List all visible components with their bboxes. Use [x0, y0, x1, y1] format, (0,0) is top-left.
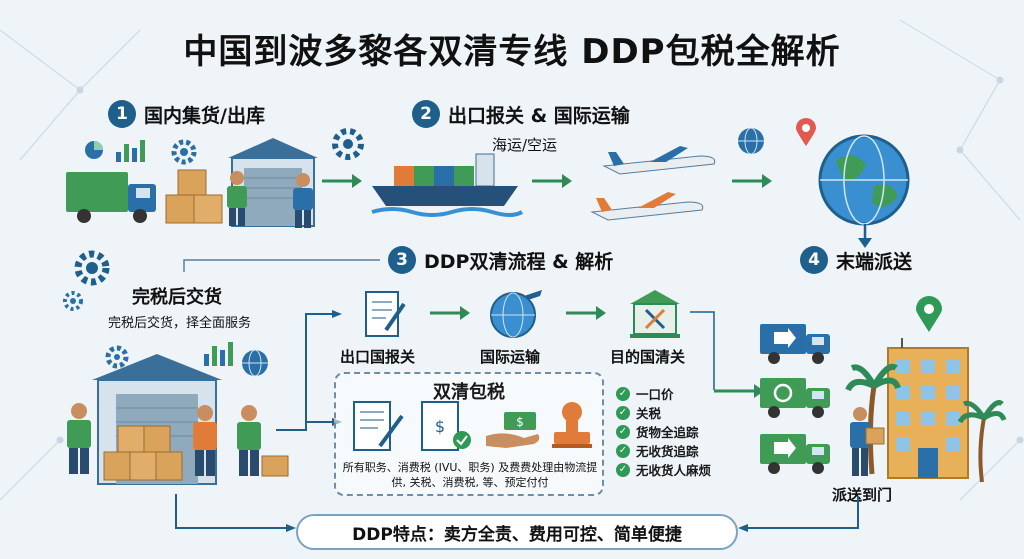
contract-icon — [353, 401, 404, 451]
truck-icon — [66, 172, 156, 223]
page-title: 中国到波多黎各双清专线 DDP包税全解析 — [183, 32, 841, 72]
check-icon: ✓ — [616, 386, 630, 401]
check-icon: ✓ — [616, 424, 630, 439]
checklist-item: ✓无收货人麻烦 — [616, 460, 711, 479]
step-1-number: 1 — [108, 100, 136, 128]
map-pin-icon — [916, 296, 942, 332]
worker-icon — [237, 405, 261, 476]
svg-text:$: $ — [516, 415, 524, 429]
left-panel-sub: 完税后交货，择全面服务 — [108, 316, 252, 331]
worker-icon — [67, 403, 91, 474]
document-pen-icon — [365, 291, 406, 337]
tax-document-icon: $ — [421, 401, 471, 451]
connector-feature-right — [738, 496, 859, 532]
map-pin-icon — [796, 118, 816, 146]
step-4-number: 4 — [800, 246, 828, 274]
globe-plane-icon — [490, 290, 542, 338]
cargo-ship-icon — [371, 153, 524, 217]
connector-feature-left — [175, 494, 296, 532]
step-2-head: 2 出口报关 & 国际运输 — [412, 100, 630, 128]
gear-icon — [171, 139, 197, 165]
svg-text:$: $ — [435, 417, 445, 436]
arrow-icon — [714, 384, 764, 398]
globe-small-icon — [242, 349, 268, 377]
step-1-label: 国内集货/出库 — [144, 104, 265, 127]
connector-line — [183, 259, 380, 272]
checklist-item: ✓无收货追踪 — [616, 441, 711, 460]
boxes-icon — [103, 425, 183, 481]
boxes-icon — [261, 455, 289, 477]
gear-icon — [332, 128, 364, 160]
globe-icon — [818, 134, 910, 226]
flow-export-customs: 出口国报关 — [340, 348, 416, 366]
gear-icon — [74, 250, 110, 286]
step-2-label: 出口报关 & 国际运输 — [448, 104, 630, 127]
arrow-icon — [732, 174, 772, 188]
delivery-truck-icon — [760, 434, 830, 474]
flow-dest-customs: 目的国清关 — [610, 348, 686, 366]
worker-icon — [293, 173, 313, 228]
checklist-item: ✓一口价 — [616, 384, 711, 403]
airplane-icon — [590, 192, 704, 221]
stamp-icon — [552, 402, 592, 448]
worker-icon — [227, 171, 247, 226]
step-3-number: 3 — [388, 246, 416, 274]
hand-money-icon: $ — [486, 412, 540, 448]
arrow-icon — [566, 306, 606, 320]
bar-chart-icon — [204, 342, 233, 366]
building-icon — [887, 338, 969, 479]
ddp-checklist: ✓一口价 ✓关税 ✓货物全追踪 ✓无收货追踪 ✓无收货人麻烦 — [616, 384, 711, 479]
down-arrow-icon — [858, 224, 872, 248]
step-4-label: 末端派送 — [836, 250, 913, 273]
gear-icon — [63, 291, 83, 311]
arrow-icon — [430, 306, 470, 320]
palm-tree-icon — [957, 400, 1007, 483]
step-3-label: DDP双清流程 & 解析 — [424, 250, 614, 273]
step-1-head: 1 国内集货/出库 — [108, 100, 265, 128]
gear-icon — [105, 345, 129, 369]
worker-icon — [193, 405, 217, 476]
airplane-icon — [602, 146, 716, 175]
ddp-feature-bar: DDP特点：卖方全责、费用可控、简单便捷 — [296, 514, 738, 550]
step-4-head: 4 末端派送 — [800, 246, 912, 274]
check-icon: ✓ — [616, 443, 630, 458]
step-2-sub: 海运/空运 — [492, 136, 558, 154]
flow-intl-transport: 国际运输 — [480, 348, 541, 366]
customs-building-icon — [630, 290, 680, 338]
ddp-box-text: 所有职务、消费税 (IVU、职务) 及费费处理由物流提供, 关税、消费税, 等、… — [342, 461, 598, 489]
left-panel-heading: 完税后交货 — [132, 287, 222, 308]
step-2-number: 2 — [412, 100, 440, 128]
delivery-truck-icon — [760, 378, 830, 418]
delivery-label: 派送到门 — [832, 486, 893, 504]
arrow-icon — [532, 174, 572, 188]
checklist-item: ✓货物全追踪 — [616, 422, 711, 441]
courier-icon — [850, 407, 885, 476]
arrow-icon — [322, 174, 362, 188]
ddp-box-title: 双清包税 — [433, 382, 505, 403]
bar-chart-icon — [85, 140, 145, 162]
step-3-head: 3 DDP双清流程 & 解析 — [388, 246, 613, 274]
checklist-item: ✓关税 — [616, 403, 711, 422]
check-icon: ✓ — [616, 462, 630, 477]
boxes-icon — [165, 169, 223, 224]
globe-small-icon — [738, 127, 764, 155]
connector-to-delivery — [690, 311, 715, 390]
check-icon: ✓ — [616, 405, 630, 420]
delivery-truck-icon — [760, 324, 830, 364]
